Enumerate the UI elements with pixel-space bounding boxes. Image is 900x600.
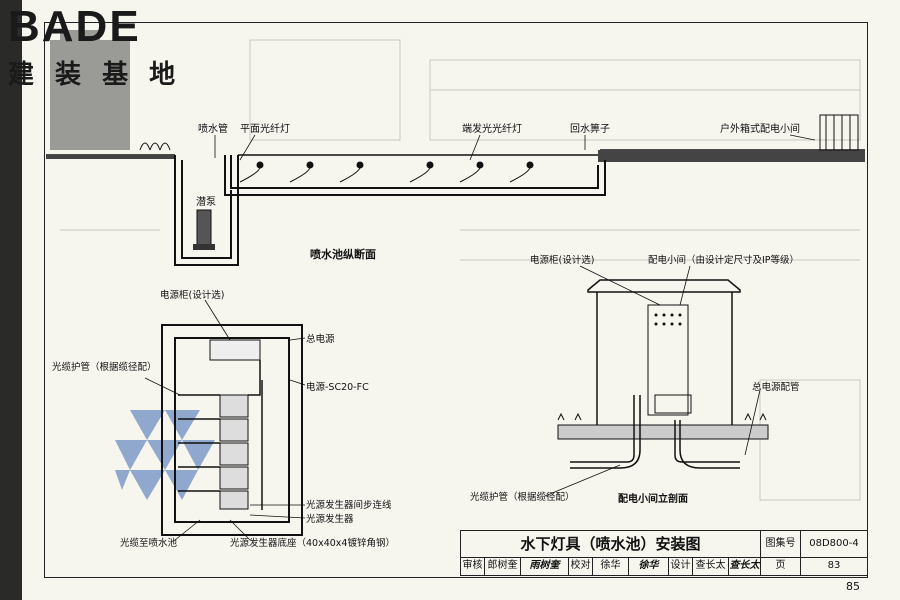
book-spine [0,0,22,600]
label-main-power: 总电源 [306,333,335,345]
power-cabinet-plan [209,339,261,361]
book-page-number: 85 [846,580,860,593]
pump-icon [193,209,215,250]
label-room-note: 配电小间（由设计定尺寸及IP等级） [648,254,799,266]
label-pump: 潜泵 [196,195,216,208]
label-light-generator: 光源发生器 [306,513,354,525]
fiber-lamps [239,161,534,183]
drawing-sheet [22,0,900,600]
logo-latin-text: BADE [8,2,141,51]
section-title: 喷水池纵断面 [310,247,376,261]
ground-hatch [46,150,865,162]
leader-lines-elevation [544,265,761,497]
reviewer-name: 郎树奎 [485,557,521,575]
label-power-spec: 电源-SC20-FC [306,381,369,393]
label-sync-line: 光源发生器间步连线 [306,499,392,511]
leader-lines-plan [144,299,306,541]
outdoor-box-icon [819,114,859,151]
designer-name: 查长太 [693,557,729,575]
drawing-title: 水下灯具（喷水池）安装图 [461,531,761,557]
check-label: 校对 [569,557,593,575]
building-silhouette [50,30,130,150]
logo-cjk-text: 建 装 基 地 [8,60,182,90]
leader-lines-top [214,134,816,161]
label-flat-fiber-lamp: 平面光纤灯 [240,122,290,135]
light-generators [219,394,249,510]
review-label: 审核 [461,557,485,575]
label-generator-base: 光源发生器底座（40x40x4镀锌角钢） [230,537,395,549]
page-number-cell: 83 [827,560,841,571]
label-fountain-pipe: 喷水管 [198,122,228,135]
fountain-sprinklers [139,142,171,151]
power-cabinet-elevation [647,304,692,416]
label-room-elevation: 配电小间立剖面 [618,492,688,505]
designer-signature: 查长太 [729,557,761,575]
distribution-room-elevation [587,279,741,425]
label-cable-sleeve-2: 光缆护管（根据缆径配） [470,491,575,503]
design-label: 设计 [669,557,693,575]
background-ghost-drawing [60,39,861,501]
logo: BADE 建 装 基 地 [2,2,182,92]
label-outdoor-box: 户外箱式配电小间 [720,122,800,135]
conduits-elevation [570,395,740,469]
pool-trough [224,155,606,196]
label-cabinet-design-2: 电源柜(设计选) [530,254,594,266]
drawing-frame [44,22,868,578]
reviewer-signature: 雨树奎 [521,557,569,575]
label-cable-sleeve: 光缆护管（根据缆径配） [52,361,157,373]
label-main-power-pipe: 总电源配管 [752,381,800,393]
cabinet-indicator-dots [654,313,682,326]
page-label: 页 [761,557,801,575]
watermark-triangles [115,410,215,500]
label-cabinet-design: 电源柜(设计选) [160,289,224,301]
foundation-slab [557,424,769,440]
label-return-pipe: 回水箅子 [570,122,610,135]
pump-pit [174,155,239,266]
grass-marks [557,412,767,421]
checker-name: 徐华 [593,557,629,575]
cable-runs-plan [178,360,263,510]
atlas-label: 图集号 [761,531,801,557]
title-block: 水下灯具（喷水池）安装图 图集号 08D800-4 审核 郎树奎 雨树奎 校对 … [460,530,868,576]
label-to-pool: 光缆至喷水池 [120,537,178,549]
label-end-fiber-lamp: 端发光光纤灯 [462,122,522,135]
checker-signature: 徐华 [629,557,669,575]
atlas-number: 08D800-4 [809,538,859,549]
